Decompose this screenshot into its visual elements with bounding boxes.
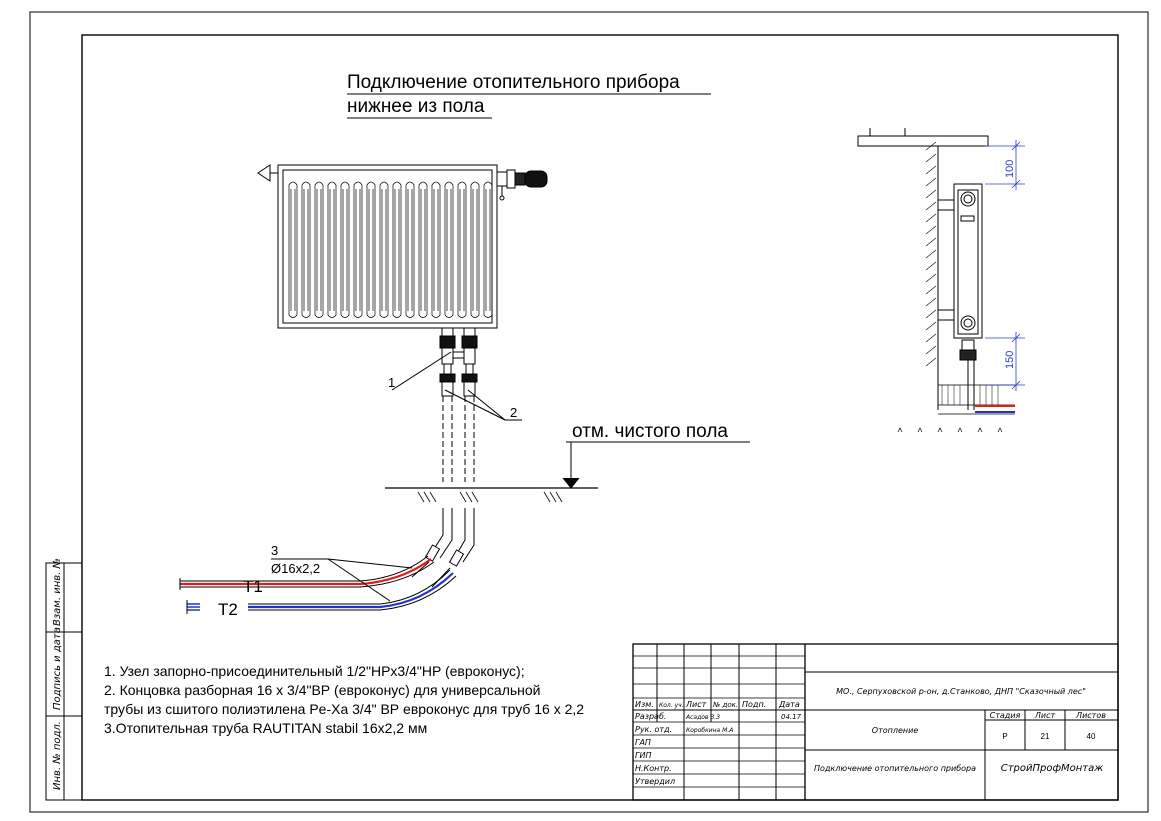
supply-pipe-t1: T1	[179, 555, 435, 596]
dimension-lines	[985, 140, 1025, 391]
title-block	[632, 643, 1119, 801]
pipe-bends	[411, 508, 475, 588]
dimension-bottom: 150	[1004, 351, 1016, 369]
tb-header-date: Дата	[778, 700, 800, 709]
thermostatic-head-icon	[496, 169, 548, 201]
title-line-1: Подключение отопительного прибора	[347, 72, 680, 93]
return-pipe-label: T2	[218, 600, 238, 619]
tb-sheets-label: Листов	[1075, 711, 1106, 720]
tb-sheet-label: Лист	[1034, 711, 1056, 720]
tb-role-approved: Утвердил	[635, 777, 675, 786]
tb-sheet-value: 21	[1041, 732, 1050, 741]
note-2-cont: трубы из сшитого полиэтилена Pe-Xa 3/4" …	[104, 701, 584, 717]
tb-role-developer: Разраб.	[635, 712, 666, 721]
title-block-roles: Разраб. Рук. отд. ГАП ГИП Н.Контр. Утвер…	[635, 712, 802, 786]
floor-level-marker: отм. чистого пола	[385, 421, 750, 503]
tb-sheets-value: 40	[1087, 732, 1096, 741]
floor-level-label: отм. чистого пола	[572, 421, 728, 442]
tb-header-izm: Изм.	[635, 700, 654, 709]
stamp-inv-original: Инв. № подл.	[52, 721, 63, 790]
tb-project: МО., Серпуховской р-он, д.Станково, ДНП …	[836, 687, 1086, 696]
note-1: 1. Узел запорно-присоединительный 1/2"HP…	[104, 663, 525, 679]
dimension-top: 100	[1004, 160, 1016, 178]
callout-1-label: 1	[388, 375, 395, 390]
valve-assembly	[439, 327, 478, 482]
stamp-replace-inv: Взам. инв. №	[52, 558, 63, 626]
frame-border	[81, 34, 1119, 801]
tb-role-gip: ГИП	[635, 751, 651, 760]
tb-header-doc: № док.	[712, 701, 738, 709]
tb-header-list: Лист	[685, 700, 707, 709]
tb-role-norm-control: Н.Контр.	[635, 764, 672, 773]
callout-1: 1	[388, 351, 452, 391]
tb-name-developer: Асадов З.З	[685, 714, 720, 721]
air-vent-icon	[257, 164, 278, 182]
side-stamp	[45, 562, 83, 801]
supply-pipe-label: T1	[243, 577, 263, 596]
callout-3: 3 Ø16x2,2	[271, 543, 413, 602]
callout-2: 2	[444, 389, 522, 421]
tb-company: СтройПрофМонтаж	[1001, 763, 1104, 774]
note-3: 3.Отопительная труба RAUTITAN stabil 16x…	[104, 720, 427, 736]
outer-border	[29, 11, 1149, 813]
tb-section: Отопление	[872, 726, 919, 735]
tb-role-head: Рук. отд.	[635, 725, 672, 734]
note-2: 2. Концовка разборная 16 x 3/4"ВР (еврок…	[104, 682, 541, 698]
callout-3-label: 3	[271, 543, 278, 558]
tb-sheet-title: Подключение отопительного прибора	[814, 764, 976, 773]
pipe-size-label: Ø16x2,2	[271, 561, 320, 576]
tb-date-value: 04.17	[781, 713, 802, 721]
radiator-front	[277, 164, 498, 329]
title-line-2: нижнее из пола	[347, 96, 485, 117]
callout-2-label: 2	[510, 405, 517, 420]
tb-role-gap: ГАП	[635, 738, 651, 747]
tb-name-head: Коробкина М.А	[686, 727, 733, 734]
title-block-info: МО., Серпуховской р-он, д.Станково, ДНП …	[814, 687, 1106, 774]
stamp-signature-date: Подпись и дата	[52, 627, 63, 710]
return-pipe-t2: T2	[186, 569, 457, 619]
tb-header-sign: Подп.	[742, 700, 766, 709]
tb-stage-value: Р	[1002, 732, 1007, 741]
notes-block: 1. Узел запорно-присоединительный 1/2"HP…	[104, 663, 584, 736]
drawing-title: Подключение отопительного прибора нижнее…	[347, 72, 711, 119]
radiator-side-view	[857, 128, 1015, 433]
title-block-headers: Изм. Кол. уч. Лист № док. Подп. Дата	[635, 700, 800, 709]
tb-header-kol: Кол. уч.	[659, 702, 684, 709]
tb-stage-label: Стадия	[990, 711, 1021, 720]
